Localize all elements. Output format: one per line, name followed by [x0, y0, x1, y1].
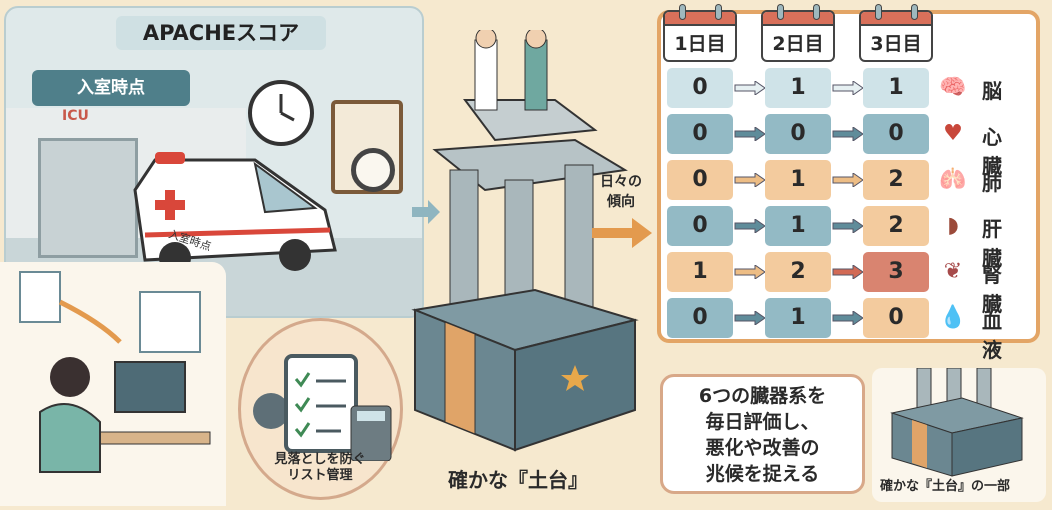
clock-icon — [248, 80, 314, 146]
daily-trend-line2: 傾向 — [607, 194, 635, 210]
score-cell: 0 — [667, 68, 733, 108]
day-label: 3日目 — [870, 33, 922, 55]
heart-icon: ♥ — [943, 121, 963, 146]
icu-sign: ICU — [62, 108, 89, 124]
score-cell: 0 — [863, 114, 929, 154]
checklist-caption-line2: リスト管理 — [287, 468, 353, 483]
daily-trend-label: 日々の 傾向 — [600, 172, 642, 212]
nurse-at-computer-icon — [19, 271, 211, 473]
trend-arrow-icon — [734, 127, 766, 141]
organ-label: 肺 — [982, 171, 1002, 195]
kidney-icon: ❦ — [943, 259, 963, 284]
trend-arrow-icon — [734, 173, 766, 187]
summary-speech-bubble: 6つの臓器系を 毎日評価し、 悪化や改善の 兆候を捉える — [660, 374, 865, 494]
trend-arrow-icon — [832, 173, 864, 187]
calendar-ring-icon — [715, 4, 722, 20]
score-cell: 1 — [765, 68, 831, 108]
nurse-workstation-illustration — [0, 262, 226, 506]
checklist-caption-line1: 見落としを防ぐ — [274, 452, 366, 467]
score-cell: 1 — [863, 68, 929, 108]
day-label: 2日目 — [772, 33, 824, 55]
liver-icon: ◗ — [947, 213, 959, 238]
score-cell: 2 — [863, 160, 929, 200]
trend-arrow-icon — [734, 311, 766, 325]
score-cell: 0 — [667, 298, 733, 338]
trend-arrow-icon — [832, 265, 864, 279]
icu-door — [38, 138, 138, 258]
calendar-ring-icon — [777, 4, 784, 20]
summary-line3: 悪化や改善の — [705, 437, 820, 459]
trend-arrow-icon — [734, 265, 766, 279]
score-cell: 2 — [765, 252, 831, 292]
apache-title: APACHEスコア — [116, 16, 326, 50]
foundation-part-caption: 確かな『土台』の一部 — [880, 479, 1011, 494]
summary-line1: 6つの臓器系を — [698, 385, 827, 407]
checklist-caption: 見落としを防ぐ リスト管理 — [250, 452, 390, 484]
calendar-ring-icon — [875, 4, 882, 20]
score-cell: 1 — [765, 298, 831, 338]
score-cell: 1 — [765, 206, 831, 246]
ambulance-icon — [133, 152, 337, 274]
checklist-circle — [238, 318, 403, 500]
brain-icon: 🧠 — [939, 75, 967, 100]
score-cell: 0 — [765, 114, 831, 154]
score-cell: 0 — [667, 206, 733, 246]
trend-arrow-icon — [832, 219, 864, 233]
summary-line2: 毎日評価し、 — [705, 411, 820, 433]
day-header-1: 1日目 — [663, 10, 737, 62]
score-cell: 0 — [667, 114, 733, 154]
calendar-ring-icon — [813, 4, 820, 20]
organ-label: 心臓 — [982, 125, 1002, 178]
summary-line4: 兆候を捉える — [705, 463, 820, 485]
right-arrow-icon — [412, 200, 440, 224]
trend-arrow-icon — [832, 311, 864, 325]
trend-arrow-icon — [734, 81, 766, 95]
magnifier-icon — [351, 148, 395, 192]
day-header-3: 3日目 — [859, 10, 933, 62]
score-cell: 1 — [765, 160, 831, 200]
score-cell: 0 — [863, 298, 929, 338]
checklist-calculator-icon — [253, 354, 392, 462]
lungs-icon: 🫁 — [939, 167, 967, 192]
trend-arrow-icon — [832, 127, 864, 141]
mini-foundation-icon — [890, 367, 1024, 477]
organ-label: 腎臓 — [982, 263, 1002, 316]
foundation-pillars-illustration — [411, 30, 639, 452]
organ-label: 肝臓 — [982, 217, 1002, 270]
admission-panel: APACHEスコア 入室時点 — [4, 6, 424, 318]
foundation-caption: 確かな『土台』 — [448, 468, 588, 492]
day-label: 1日目 — [674, 33, 726, 55]
entry-time-label: 入室時点 — [32, 70, 190, 106]
score-cell: 0 — [667, 160, 733, 200]
blood-drop-icon: 💧 — [939, 305, 967, 330]
daily-trend-line1: 日々の — [600, 174, 642, 190]
day-header-2: 2日目 — [761, 10, 835, 62]
score-cell: 3 — [863, 252, 929, 292]
organ-label: 血液 — [982, 309, 1002, 362]
calendar-ring-icon — [679, 4, 686, 20]
score-cell: 1 — [667, 252, 733, 292]
foundation-part-panel — [872, 367, 1046, 502]
organ-label: 脳 — [982, 79, 1002, 103]
trend-arrow-icon — [832, 81, 864, 95]
score-cell: 2 — [863, 206, 929, 246]
calendar-ring-icon — [911, 4, 918, 20]
trend-arrow-icon — [734, 219, 766, 233]
trend-arrow-icon — [592, 218, 652, 248]
